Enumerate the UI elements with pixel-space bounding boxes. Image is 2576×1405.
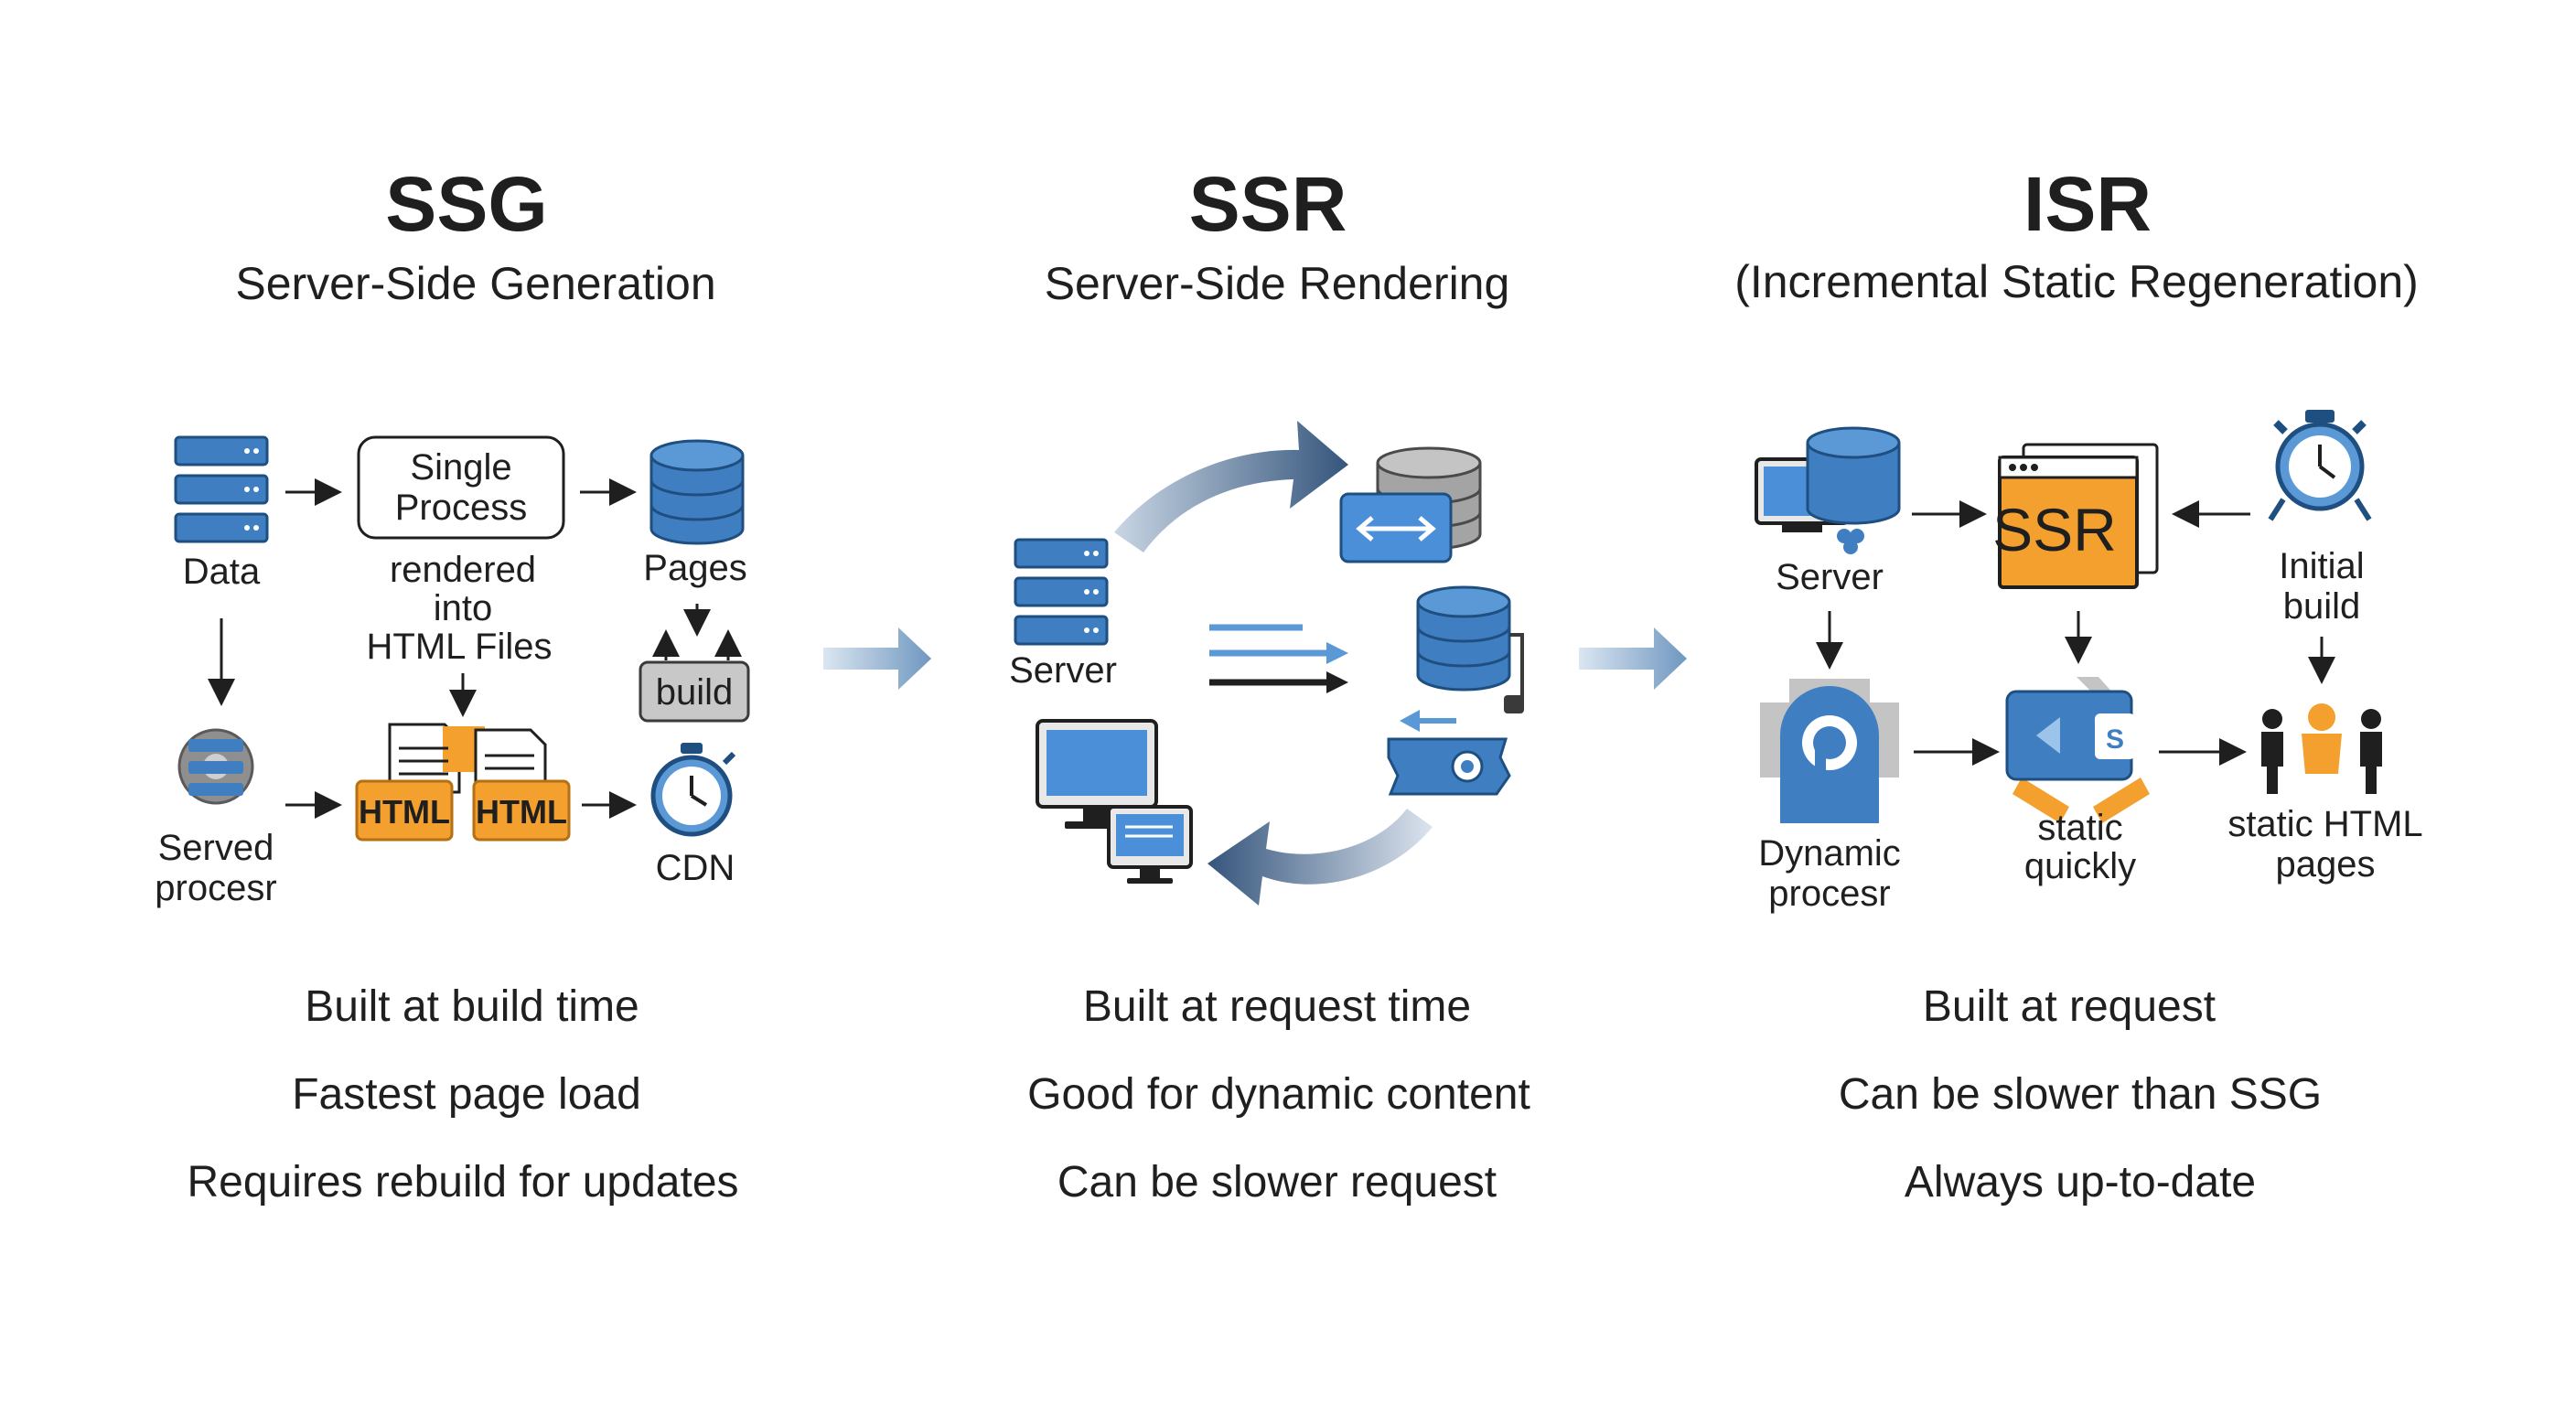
isr-subtitle: (Incremental Static Regeneration): [1734, 256, 2419, 307]
ssg-bullets: Built at build time Fastest page load Re…: [187, 982, 738, 1207]
ssg-section: SSG Server-Side Generation Data Single P…: [155, 161, 750, 908]
document-icon: [388, 723, 547, 794]
ssg-bullet-1: Built at build time: [305, 982, 639, 1031]
people-icon: [2261, 703, 2382, 794]
html-badge-b: [472, 779, 571, 842]
single-process-box: [357, 435, 565, 540]
static-html-line-2: pages: [2276, 844, 2376, 885]
stopwatch-icon: [650, 743, 736, 837]
ssg-pages-label: Pages: [643, 548, 746, 588]
section-arrow-1: [823, 627, 931, 690]
single-process-line-1: Single: [410, 447, 511, 488]
stopwatch-icon: [2268, 410, 2372, 521]
html-badge-a: [355, 779, 454, 842]
served-line-2: procesr: [155, 868, 276, 908]
ssg-data-label: Data: [183, 552, 261, 592]
isr-bullets: Built at request Can be slower than SSG …: [1839, 982, 2322, 1207]
ssr-bullet-1: Built at request time: [1083, 982, 1471, 1031]
initial-line-1: Initial: [2279, 546, 2364, 586]
served-line-1: Served: [158, 828, 274, 868]
isr-server-label: Server: [1776, 557, 1884, 597]
isr-bullet-1: Built at request: [1923, 982, 2216, 1031]
dynamic-processor-icon: [1760, 679, 1899, 823]
ssg-bullet-2: Fastest page load: [292, 1070, 641, 1119]
isr-bullet-2: Can be slower than SSG: [1839, 1070, 2322, 1119]
ssr-bullets: Built at request time Good for dynamic c…: [1027, 982, 1530, 1207]
monitor-icon: [1036, 719, 1193, 884]
ssg-title: SSG: [385, 161, 547, 247]
database-icon: [649, 439, 745, 545]
isr-bullet-3: Always up-to-date: [1905, 1158, 2256, 1207]
ssr-bullet-2: Good for dynamic content: [1027, 1070, 1530, 1119]
database-icon: [1416, 585, 1511, 692]
server-stack-icon: [174, 435, 269, 543]
build-label: build: [656, 672, 734, 713]
static-line-2: quickly: [2024, 846, 2136, 886]
build-box: [639, 660, 750, 723]
single-process-line-2: Process: [395, 488, 528, 528]
cycle-arrow-icon-bottom: [1208, 809, 1433, 906]
data-strip-icon: [1387, 737, 1511, 796]
static-page-icon: S: [2005, 677, 2150, 823]
cycle-arrow-icon: [1114, 421, 1348, 552]
dynamic-line-2: procesr: [1768, 874, 1890, 914]
rendered-line-3: HTML Files: [367, 627, 553, 667]
html-badge-a-label: HTML: [359, 793, 450, 831]
section-arrow-2: [1579, 627, 1687, 690]
ssr-section: SSR Server-Side Rendering Server: [1009, 161, 1524, 906]
server-stack-icon: [1014, 538, 1109, 646]
rendered-line-1: rendered: [390, 550, 536, 590]
static-line-1: static: [2037, 808, 2122, 848]
cdn-label: CDN: [656, 848, 735, 888]
ssg-bullet-3: Requires rebuild for updates: [187, 1158, 738, 1207]
dynamic-line-1: Dynamic: [1758, 833, 1901, 874]
ssr-window-label: SSR: [1992, 496, 2117, 563]
processor-gear-icon: [177, 728, 254, 805]
isr-title: ISR: [2023, 161, 2152, 247]
initial-line-2: build: [2283, 586, 2361, 627]
html-badge-b-label: HTML: [476, 793, 567, 831]
ssr-title: SSR: [1189, 161, 1347, 247]
ssr-subtitle: Server-Side Rendering: [1045, 258, 1510, 309]
ssr-server-label: Server: [1009, 650, 1117, 691]
rendered-line-2: into: [434, 588, 493, 628]
request-lines-icon: [1209, 624, 1348, 693]
ssr-bullet-3: Can be slower request: [1057, 1158, 1497, 1207]
ssg-subtitle: Server-Side Generation: [235, 258, 715, 309]
static-html-line-1: static HTML: [2227, 804, 2422, 844]
server-db-icon: [1755, 426, 1901, 554]
svg-text:S: S: [2106, 724, 2124, 755]
isr-section: ISR (Incremental Static Regeneration) Se…: [1734, 161, 2422, 914]
